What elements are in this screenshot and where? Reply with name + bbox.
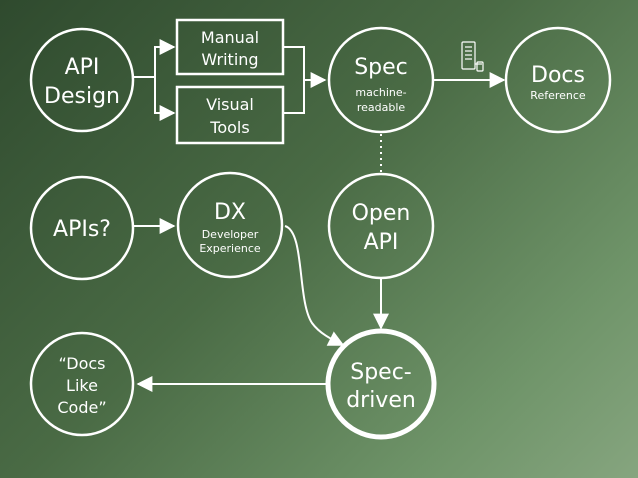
node-docs-like-code-line1: “Docs <box>58 354 105 373</box>
node-spec-sub1: machine- <box>355 86 406 99</box>
node-docs-like-code-line2: Like <box>66 376 98 395</box>
edge-visual-to-spec <box>284 80 305 114</box>
node-manual-writing-line2: Writing <box>201 50 258 69</box>
node-visual-tools-line1: Visual <box>206 95 254 114</box>
node-docs: Docs Reference <box>504 26 612 134</box>
edge-apidesign-to-manual <box>133 39 176 78</box>
node-api-design: API Design <box>29 27 135 133</box>
node-dx-title: DX <box>214 200 246 225</box>
node-openapi-line2: API <box>364 230 399 255</box>
node-docs-like-code-line3: Code” <box>57 398 106 417</box>
node-spec-driven-line1: Spec- <box>350 360 412 385</box>
node-docs-circle <box>504 26 612 134</box>
node-api-design-line2: Design <box>44 84 120 109</box>
node-openapi-line1: Open <box>352 201 411 226</box>
node-spec-driven: Spec- driven <box>325 328 437 440</box>
node-manual-writing-box <box>175 18 285 76</box>
node-dx: DX Developer Experience <box>176 171 284 279</box>
node-dx-circle <box>176 171 284 279</box>
node-spec-sub2: readable <box>357 101 406 114</box>
node-apis: APIs? <box>29 175 135 281</box>
edge-manual-to-spec <box>284 46 327 88</box>
node-dx-sub1: Developer <box>202 228 259 241</box>
node-spec: Spec machine- readable <box>327 26 435 134</box>
node-visual-tools-box <box>175 85 285 145</box>
node-docs-like-code-circle <box>29 331 135 437</box>
node-apis-circle <box>29 175 135 281</box>
node-openapi: Open API <box>327 172 435 280</box>
node-openapi-circle <box>327 172 435 280</box>
node-manual-writing-line1: Manual <box>201 28 259 47</box>
document-icon <box>461 41 484 72</box>
node-visual-tools: Visual Tools <box>175 85 285 145</box>
node-manual-writing: Manual Writing <box>175 18 285 76</box>
node-api-design-line1: API <box>65 55 100 80</box>
node-api-design-circle <box>29 27 135 133</box>
node-docs-like-code: “Docs Like Code” <box>29 331 135 437</box>
node-visual-tools-line2: Tools <box>209 118 249 137</box>
edges <box>133 39 506 392</box>
node-apis-label: APIs? <box>53 217 111 242</box>
edge-apidesign-to-visual <box>154 77 176 121</box>
node-spec-driven-line2: driven <box>346 388 416 413</box>
node-spec-title: Spec <box>354 55 408 80</box>
node-dx-sub2: Experience <box>199 242 261 255</box>
node-docs-title: Docs <box>531 63 585 88</box>
node-docs-sub: Reference <box>530 89 586 102</box>
node-spec-circle <box>327 26 435 134</box>
node-spec-driven-circle <box>325 328 437 440</box>
edge-dx-to-specdriven <box>284 225 345 346</box>
